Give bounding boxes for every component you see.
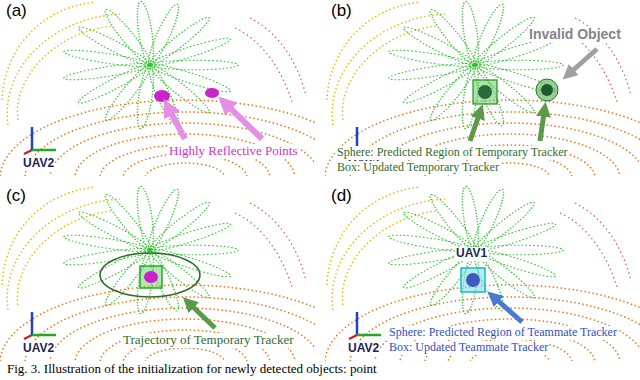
annotation: Box: Updated Temporary Tracker [336,161,500,175]
panel-tag: (c) [5,186,27,206]
annotation: Trajectory of Temporary Tracker [122,333,295,348]
annotation: Sphere: Predicted Region of Teammate Tra… [388,326,618,340]
panel-tag: (b) [330,1,353,21]
annotation: Highly Reflective Points [168,144,299,159]
annotation: Box: Updated Teammate Tracker [388,341,549,355]
vehicle-label: UAV2 [22,157,55,171]
panel-tag: (d) [330,186,353,206]
annotation: Invalid Object [528,26,622,42]
vehicle-label: UAV1 [455,247,488,261]
panel-tag: (a) [5,1,28,21]
vehicle-label: UAV2 [347,342,380,356]
vehicle-label: UAV2 [22,342,55,356]
annotation: Sphere: Predicted Region of Temporary Tr… [336,146,569,160]
figure-caption: Fig. 3. Illustration of the initializati… [6,362,378,377]
